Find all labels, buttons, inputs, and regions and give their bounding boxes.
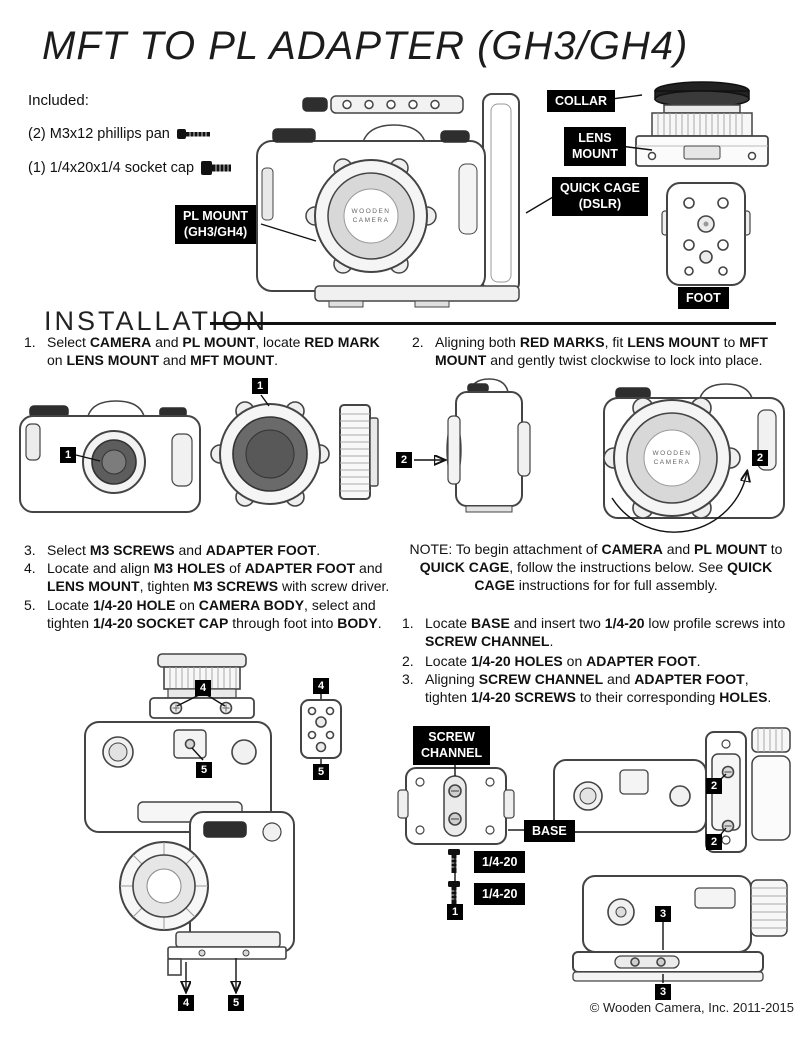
step-text: Locate 1/4-20 HOLE on CAMERA BODY, selec… [47, 597, 382, 631]
label-screw-channel: SCREW CHANNEL [413, 726, 491, 765]
badge-cage-step2-b: 2 [706, 834, 722, 850]
step-text: Select CAMERA and PL MOUNT, locate RED M… [47, 334, 380, 368]
step-text: Select M3 SCREWS and ADAPTER FOOT. [47, 542, 321, 558]
included-item-socket-cap: (1) 1/4x20x1/4 socket cap [28, 160, 233, 176]
badge-step2-adapter: 2 [396, 452, 412, 468]
figure-base-plate [397, 767, 515, 845]
step-text: Aligning SCREW CHANNEL and ADAPTER FOOT,… [425, 671, 772, 705]
step-text: Locate and align M3 HOLES of ADAPTER FOO… [47, 560, 390, 594]
figure-camera-bottom-on-base [572, 875, 788, 982]
step-number: 3. [402, 671, 414, 687]
badge-cage-step3-a: 3 [655, 906, 671, 922]
figure-camera-side [446, 378, 531, 513]
label-base: BASE [524, 820, 575, 843]
badge-step4-topview: 4 [195, 680, 211, 696]
label-quick-cage-line1: QUICK CAGE [560, 181, 640, 195]
cage-step-1: 1. Locate BASE and insert two 1/4-20 low… [402, 615, 792, 651]
page-title: MFT TO PL ADAPTER (GH3/GH4) [42, 24, 689, 68]
step-number: 1. [402, 615, 414, 631]
included-heading: Included: [28, 92, 89, 109]
badge-step4-foot: 4 [313, 678, 329, 694]
install-step-1: 1. Select CAMERA and PL MOUNT, locate RE… [24, 334, 398, 370]
step-number: 4. [24, 560, 36, 576]
brand-text-line2: CAMERA [654, 459, 691, 466]
badge-step1-camera: 1 [60, 447, 76, 463]
label-collar: COLLAR [547, 90, 616, 113]
badge-step5-bottom: 5 [228, 995, 244, 1011]
quarter20-screw-icon [448, 881, 460, 905]
phillips-screw-icon [176, 129, 210, 139]
badge-cage-step1: 1 [447, 904, 463, 920]
figure-camera-in-quick-cage: WOODEN CAMERA [256, 93, 520, 308]
badge-step1-plmount: 1 [252, 378, 268, 394]
step-text: Locate BASE and insert two 1/4-20 low pr… [425, 615, 786, 649]
step-text: Locate 1/4-20 HOLES on ADAPTER FOOT. [425, 653, 701, 669]
install-step-2: 2. Aligning both RED MARKS, fit LENS MOU… [412, 334, 794, 370]
figure-camera-top-with-foot [84, 653, 272, 833]
badge-step5-foot: 5 [313, 764, 329, 780]
label-screw-channel-line1: SCREW [428, 730, 475, 744]
brand-text-line1: WOODEN [352, 208, 391, 215]
label-pl-mount-line2: (GH3/GH4) [183, 225, 248, 240]
step-number: 2. [402, 653, 414, 669]
step-number: 1. [24, 334, 36, 350]
figure-lens-mount-adapter [635, 81, 769, 167]
label-lens-mount-line2: MOUNT [572, 147, 618, 162]
installation-heading: INSTALLATION [44, 306, 269, 336]
quarter20-screw-icon [448, 849, 460, 873]
label-lens-mount: LENS MOUNT [564, 127, 626, 166]
figure-camera-front [19, 400, 201, 513]
label-quarter20-bottom: 1/4-20 [474, 883, 526, 906]
label-pl-mount: PL MOUNT (GH3/GH4) [175, 205, 257, 244]
label-quick-cage-line2: (DSLR) [578, 197, 622, 212]
step-number: 2. [412, 334, 424, 350]
quick-cage-note: NOTE: To begin attachment of CAMERA and … [409, 541, 783, 594]
cage-step-3: 3. Aligning SCREW CHANNEL and ADAPTER FO… [402, 671, 792, 707]
figure-adapter-side [339, 404, 379, 500]
badge-step4-bottom: 4 [178, 995, 194, 1011]
label-screw-channel-line2: CHANNEL [421, 746, 483, 761]
included-item-m3-screws: (2) M3x12 phillips pan [28, 126, 213, 142]
copyright-text: © Wooden Camera, Inc. 2011-2015 [589, 1000, 794, 1015]
figure-pl-mount-front [210, 401, 330, 507]
socket-cap-screw-icon [201, 161, 232, 175]
label-quick-cage: QUICK CAGE (DSLR) [552, 177, 648, 216]
label-lens-mount-line1: LENS [578, 131, 612, 145]
label-foot: FOOT [678, 287, 729, 310]
included-item-text: (1) 1/4x20x1/4 socket cap [28, 160, 195, 176]
label-quarter20-top: 1/4-20 [474, 851, 526, 874]
step-number: 5. [24, 597, 36, 613]
brand-text-line2: CAMERA [353, 217, 390, 224]
step-text: Aligning both RED MARKS, fit LENS MOUNT … [435, 334, 768, 368]
included-item-text: (2) M3x12 phillips pan [28, 126, 170, 142]
install-step-4: 4. Locate and align M3 HOLES of ADAPTER … [24, 560, 400, 596]
step-number: 3. [24, 542, 36, 558]
install-step-3: 3. Select M3 SCREWS and ADAPTER FOOT. [24, 542, 400, 560]
label-pl-mount-line1: PL MOUNT [183, 209, 249, 223]
install-step-5: 5. Locate 1/4-20 HOLE on CAMERA BODY, se… [24, 597, 400, 633]
figure-camera-bottom-with-foot [119, 811, 295, 976]
badge-step2-attached: 2 [752, 450, 768, 466]
badge-cage-step2-a: 2 [706, 778, 722, 794]
badge-step5-topview: 5 [196, 762, 212, 778]
figure-adapter-foot [661, 182, 751, 286]
section-rule [210, 322, 776, 325]
badge-cage-step3-b: 3 [655, 984, 671, 1000]
figure-camera-top-on-cage [553, 727, 791, 853]
figure-adapter-foot-small [300, 699, 342, 759]
brand-text-line1: WOODEN [653, 450, 692, 457]
cage-step-2: 2. Locate 1/4-20 HOLES on ADAPTER FOOT. [402, 653, 792, 671]
